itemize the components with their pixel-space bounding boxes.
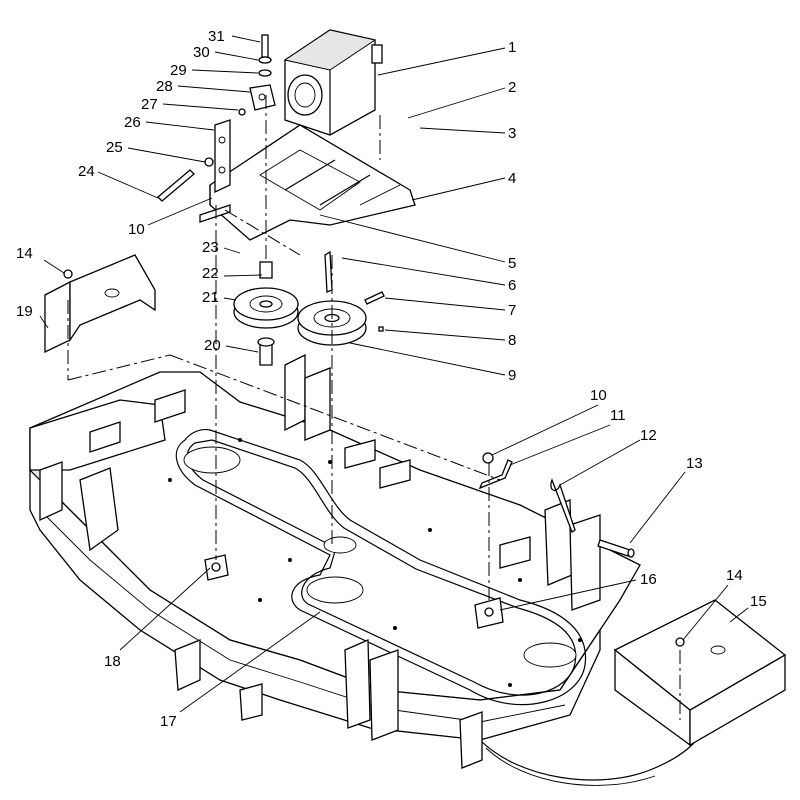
callout-2: 2: [508, 79, 516, 96]
callout-7: 7: [508, 302, 516, 319]
alignment-lines: [67, 95, 681, 720]
right-belt-cover: [613, 599, 787, 747]
callout-6: 6: [508, 277, 516, 294]
callout-22: 22: [202, 265, 219, 282]
deck-bolt-holes: [168, 438, 582, 687]
callout-31: 31: [208, 28, 225, 45]
callout-8: 8: [508, 332, 516, 349]
callout-27: 27: [141, 96, 158, 113]
callout-12: 12: [640, 427, 657, 444]
leader-lines: [39, 35, 749, 713]
callout-1: 1: [508, 39, 516, 56]
callout-20: 20: [204, 337, 221, 354]
callout-numbers: 1 2 3 4 5 6 7 8 9 10 10 11 12 13 14 14 1…: [16, 28, 767, 730]
mounting-plate: [199, 124, 416, 241]
callout-28: 28: [156, 78, 173, 95]
callout-10-right: 10: [590, 387, 607, 404]
callout-11: 11: [610, 407, 626, 424]
callout-17: 17: [160, 713, 177, 730]
spindle-plates: [204, 554, 504, 629]
callout-19: 19: [16, 303, 33, 320]
callout-26: 26: [124, 114, 141, 131]
side-bracket: [214, 119, 231, 194]
deck-mount-brackets: [89, 389, 531, 569]
right-hardware: [478, 452, 635, 558]
callout-9: 9: [508, 367, 516, 384]
callout-21: 21: [202, 289, 219, 306]
drive-pulley: [297, 250, 385, 346]
height-adjust-brackets: [39, 353, 601, 769]
callout-13: 13: [686, 455, 703, 472]
callout-16: 16: [640, 571, 657, 588]
callout-10-left: 10: [128, 221, 145, 238]
idler-pulley: [233, 261, 299, 366]
callout-5: 5: [508, 255, 516, 272]
gearbox: [283, 29, 383, 136]
idler-hardware: [249, 34, 276, 111]
callout-18: 18: [104, 653, 121, 670]
callout-23: 23: [202, 239, 219, 256]
callout-3: 3: [508, 125, 516, 142]
mower-deck: [29, 371, 709, 786]
left-belt-cover: [44, 254, 156, 354]
callout-4: 4: [508, 170, 516, 187]
callout-29: 29: [170, 62, 187, 79]
callout-24: 24: [78, 163, 95, 180]
callout-14-right: 14: [726, 567, 743, 584]
callout-15: 15: [750, 593, 767, 610]
callout-14-left: 14: [16, 245, 33, 262]
callout-30: 30: [193, 44, 210, 61]
callout-25: 25: [106, 139, 123, 156]
